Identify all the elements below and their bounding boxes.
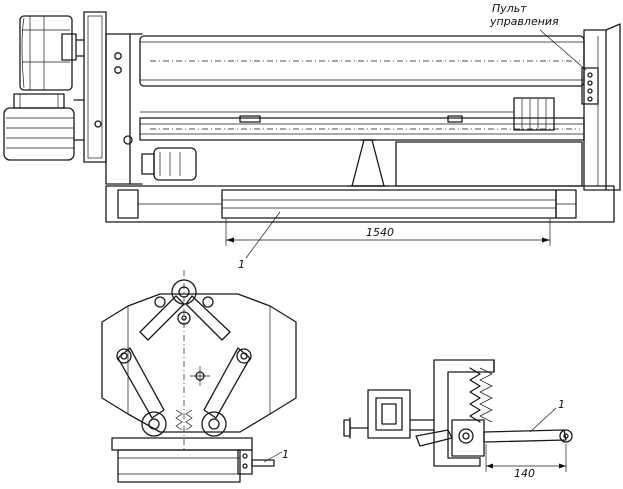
dim-label-1540: 1540 bbox=[366, 226, 394, 239]
base-motor bbox=[141, 147, 197, 181]
callout-top-label: 1 bbox=[238, 258, 245, 271]
dimension-1540: 1540 bbox=[225, 218, 551, 246]
left-frame bbox=[94, 33, 143, 185]
right-frame bbox=[583, 23, 621, 191]
dim-label-140: 140 bbox=[514, 467, 535, 480]
machine-side-view: 1540 1 Пульт управления bbox=[3, 2, 621, 271]
base-frame bbox=[105, 185, 615, 223]
lower-roll bbox=[139, 115, 585, 141]
reducer-motor bbox=[3, 93, 75, 161]
center-support bbox=[347, 139, 389, 187]
callout-top: 1 bbox=[238, 211, 281, 271]
cylinder bbox=[513, 97, 555, 131]
callout-front-label: 1 bbox=[282, 448, 289, 461]
upper-roll bbox=[139, 35, 585, 87]
control-panel-label-line2: управления bbox=[489, 15, 559, 28]
callout-side-label: 1 bbox=[558, 398, 565, 411]
drive-motor bbox=[19, 15, 77, 91]
side-detail: 140 1 bbox=[343, 359, 573, 480]
control-panel bbox=[539, 29, 599, 105]
belt-guard bbox=[73, 11, 107, 163]
front-view: 1 bbox=[101, 270, 297, 483]
control-panel-label-line1: Пульт bbox=[492, 2, 527, 15]
